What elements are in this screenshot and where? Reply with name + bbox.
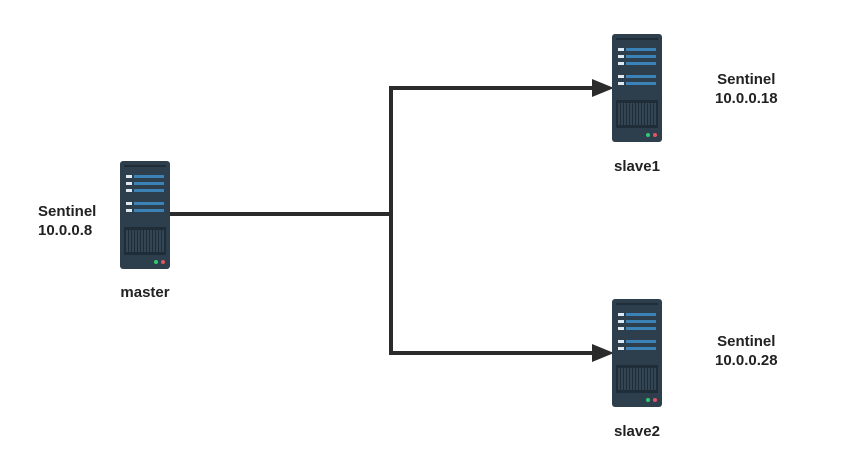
master-sentinel-role: Sentinel xyxy=(38,203,97,220)
master-server-icon[interactable] xyxy=(120,161,170,269)
slave1-sentinel-role: Sentinel xyxy=(717,71,776,88)
slave1-sentinel-label: Sentinel 10.0.0.18 xyxy=(715,70,778,108)
slave1-name-label: slave1 xyxy=(614,158,660,175)
slave2-sentinel-ip: 10.0.0.28 xyxy=(715,352,778,369)
slave1-server-icon[interactable] xyxy=(612,34,662,142)
arrowhead-slave2 xyxy=(592,344,614,362)
slave2-name-label: slave2 xyxy=(614,423,660,440)
slave2-sentinel-label: Sentinel 10.0.0.28 xyxy=(715,332,778,370)
slave1-sentinel-ip: 10.0.0.18 xyxy=(715,90,778,107)
master-name-label: master xyxy=(120,284,170,301)
master-sentinel-label: Sentinel 10.0.0.8 xyxy=(38,202,96,240)
slave2-server-icon[interactable] xyxy=(612,299,662,407)
master-sentinel-ip: 10.0.0.8 xyxy=(38,222,93,239)
arrowhead-slave1 xyxy=(592,79,614,97)
slave2-sentinel-role: Sentinel xyxy=(717,333,776,350)
